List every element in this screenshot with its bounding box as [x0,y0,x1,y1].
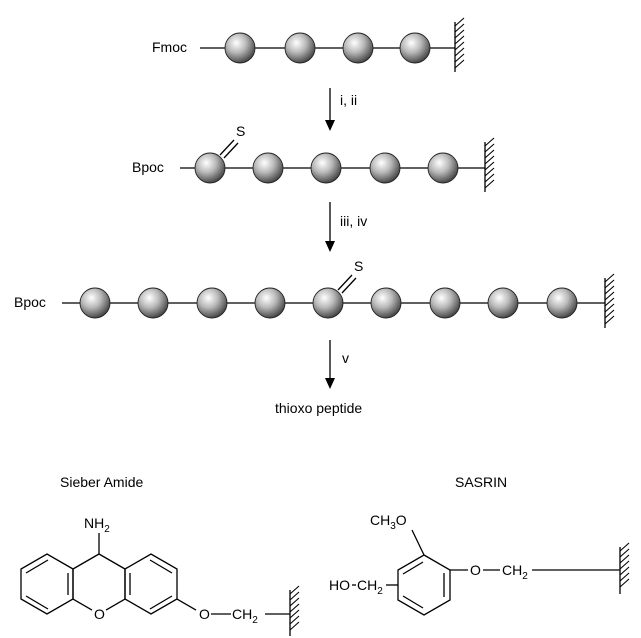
resin-bead [252,152,284,184]
sasrin-hydroxyl: HO [329,577,350,593]
row1-protecting-group: Fmoc [152,39,187,55]
resin-bead [370,287,402,319]
resin-bead [399,32,431,64]
step2-arrow: iii, iv [325,202,367,252]
resin-bead [79,287,111,319]
product-label: thioxo peptide [275,400,362,416]
step1-arrow: i, ii [325,88,357,131]
resin-hatch [454,17,465,69]
sasrin-methylene-left: CH2 [357,577,383,597]
resin-bead [137,287,169,319]
resin-bead [427,152,459,184]
row3-chain: Bpoc S [14,258,615,328]
step3-reagents: v [342,350,349,366]
thio-bead [194,152,226,184]
step1-reagents: i, ii [340,92,357,108]
thioamide-double-bond [337,274,357,294]
sieber-methylene: CH2 [232,606,258,626]
resin-hatch [484,137,495,189]
sieber-ring-oxygen: O [94,606,105,622]
sieber-amine: NH2 [84,515,110,535]
resin-bead [369,152,401,184]
sieber-amide-structure: Sieber Amide NH2 O O CH2 [20,474,300,636]
resin-hatch [604,273,615,325]
row2-thio-label: S [236,123,245,139]
row2-chain: Bpoc S [132,123,495,192]
row3-thio-label: S [354,258,363,274]
resin-bead [254,287,286,319]
sasrin-title: SASRIN [455,474,507,490]
sasrin-structure: SASRIN CH3O HO CH2 O CH2 [329,474,630,616]
thio-bead [312,287,344,319]
row1-chain: Fmoc [152,17,465,72]
sasrin-ether-oxygen: O [470,562,481,578]
row3-protecting-group: Bpoc [14,294,46,310]
resin-hatch [619,542,630,588]
resin-bead [546,287,578,319]
sasrin-methylene-right: CH2 [502,562,528,582]
step3-arrow: v [325,340,349,389]
resin-hatch [289,585,300,631]
thioamide-double-bond [219,139,239,159]
sieber-ether-oxygen: O [199,606,210,622]
resin-bead [342,32,374,64]
sasrin-methoxy: CH3O [370,512,407,532]
resin-bead [487,287,519,319]
sieber-amide-title: Sieber Amide [60,474,143,490]
resin-bead [196,287,228,319]
resin-bead [310,152,342,184]
step2-reagents: iii, iv [340,213,367,229]
resin-bead [224,32,256,64]
resin-bead [284,32,316,64]
row2-protecting-group: Bpoc [132,159,164,175]
resin-bead [429,287,461,319]
